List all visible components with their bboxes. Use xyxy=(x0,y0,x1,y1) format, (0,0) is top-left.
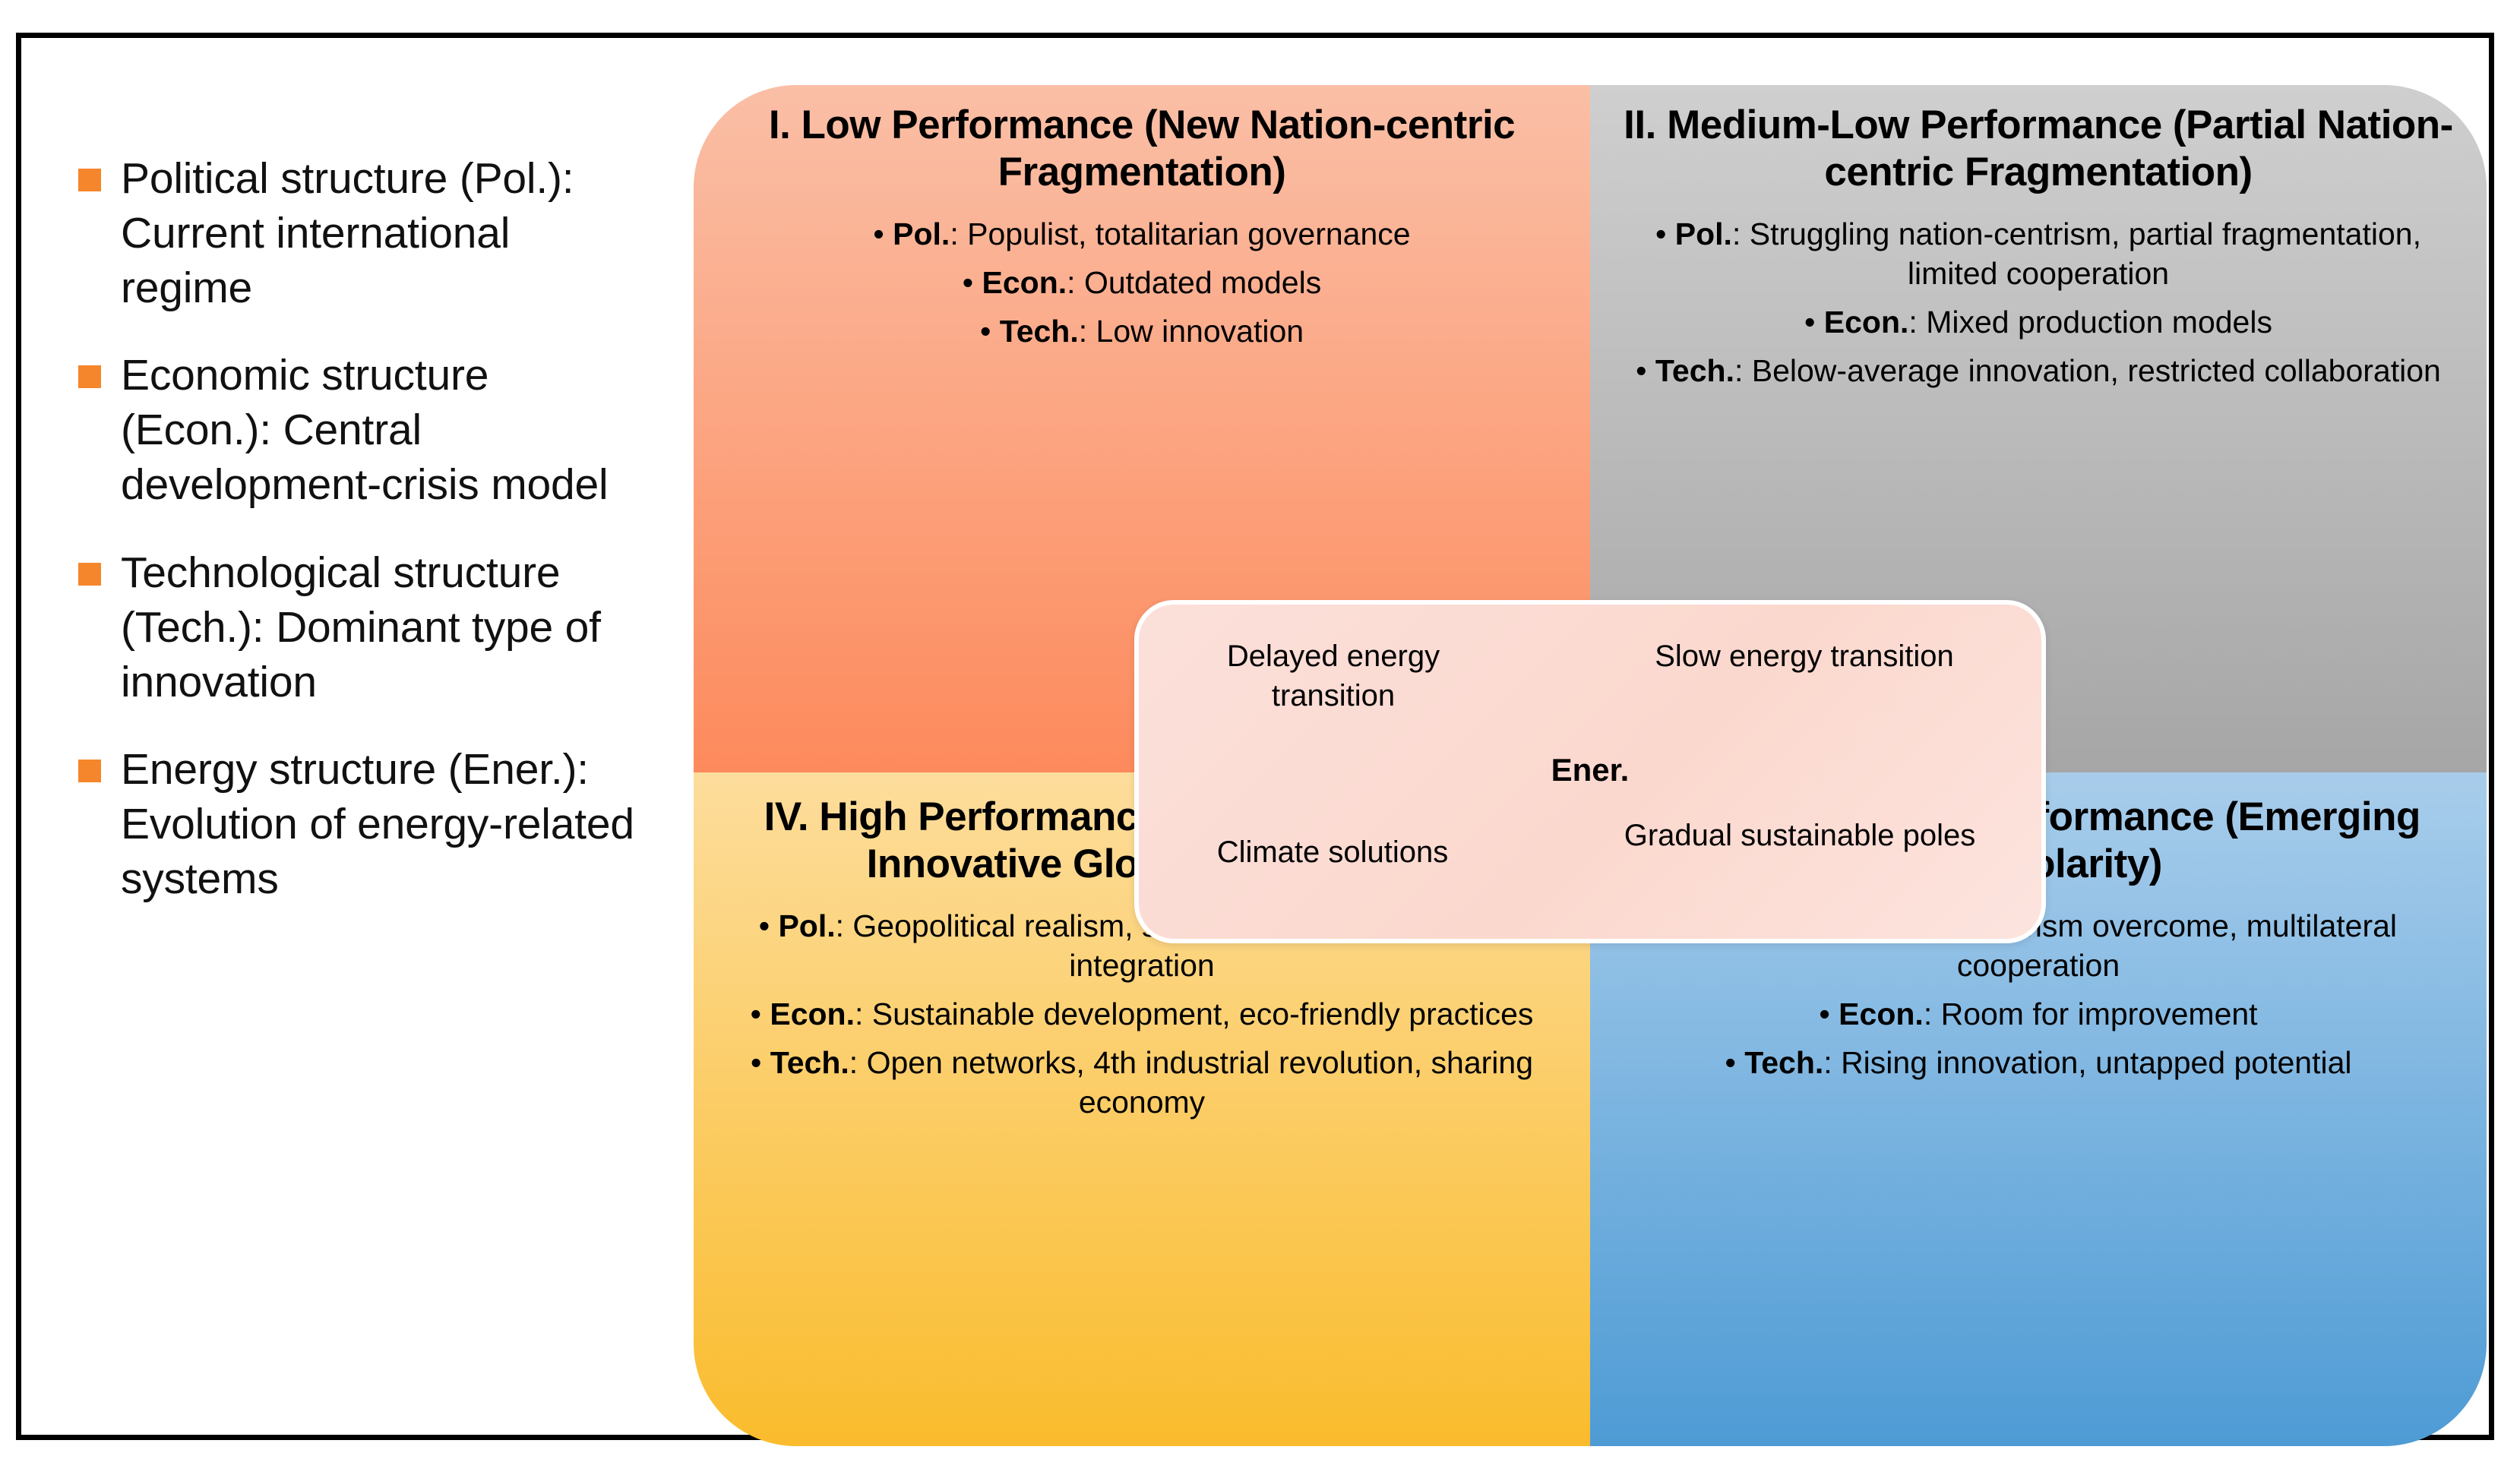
energy-center-label: Ener. xyxy=(1551,752,1630,788)
detail-label: Tech. xyxy=(770,1045,849,1081)
detail-label: Tech. xyxy=(1655,353,1734,389)
quadrant-title: II. Medium-Low Performance (Partial Nati… xyxy=(1624,103,2453,194)
quadrant-detail-line: • Tech.: Below-average innovation, restr… xyxy=(1636,353,2441,389)
list-item: Economic structure (Econ.): Central deve… xyxy=(78,349,640,512)
legend-item-label: Technological structure (Tech.): Dominan… xyxy=(121,548,601,706)
legend-list: Political structure (Pol.): Current inte… xyxy=(78,152,640,940)
square-bullet-icon xyxy=(78,365,101,389)
detail-label: Tech. xyxy=(999,314,1079,349)
quadrant-detail-list: • Pol.: Struggling nation-centrism, part… xyxy=(1610,214,2467,390)
list-item: Technological structure (Tech.): Dominan… xyxy=(78,546,640,709)
detail-text: : Populist, totalitarian governance xyxy=(950,216,1411,251)
detail-text: : Below-average innovation, restricted c… xyxy=(1734,353,2441,389)
quadrant-detail-line: • Tech.: Rising innovation, untapped pot… xyxy=(1725,1045,2352,1081)
list-item: Energy structure (Ener.): Evolution of e… xyxy=(78,743,640,906)
quadrant-title: I. Low Performance (New Nation-centric F… xyxy=(768,103,1516,194)
quadrant-detail-line: • Econ.: Sustainable development, eco-fr… xyxy=(750,996,1534,1032)
detail-label: Pol. xyxy=(778,908,836,943)
quadrant-detail-line: • Tech.: Open networks, 4th industrial r… xyxy=(751,1045,1533,1120)
energy-cell-bottom-left: Climate solutions xyxy=(1216,835,1449,869)
square-bullet-icon xyxy=(78,760,101,783)
detail-label: Pol. xyxy=(893,216,950,251)
diagram-outer-frame: Political structure (Pol.): Current inte… xyxy=(16,33,2494,1446)
detail-text: : Sustainable development, eco-friendly … xyxy=(855,996,1534,1032)
detail-label: Tech. xyxy=(1744,1045,1824,1081)
detail-text: : Struggling nation-centrism, partial fr… xyxy=(1731,216,2421,292)
quadrant-detail-line: • Pol.: Populist, totalitarian governanc… xyxy=(873,216,1411,251)
legend-item-label: Energy structure (Ener.): Evolution of e… xyxy=(121,745,634,903)
legend-item-label: Political structure (Pol.): Current inte… xyxy=(121,154,574,312)
detail-text: : Room for improvement xyxy=(1923,996,2258,1032)
quadrant-detail-list: • Pol.: Populist, totalitarian governanc… xyxy=(713,214,1570,351)
square-bullet-icon xyxy=(78,562,101,586)
quadrant-detail-line: • Tech.: Low innovation xyxy=(979,314,1304,349)
detail-label: Econ. xyxy=(1839,996,1924,1032)
detail-text: : Open networks, 4th industrial revoluti… xyxy=(849,1045,1533,1120)
quadrant-detail-line: • Econ.: Outdated models xyxy=(962,265,1322,301)
detail-text: : Mixed production models xyxy=(1908,305,2272,340)
square-bullet-icon xyxy=(78,169,101,191)
detail-label: Econ. xyxy=(982,265,1067,301)
quadrant-detail-line: • Econ.: Mixed production models xyxy=(1804,305,2272,340)
list-item: Political structure (Pol.): Current inte… xyxy=(78,152,640,315)
energy-center-panel: Delayed energy transition Slow energy tr… xyxy=(1134,600,2046,943)
detail-text: : Outdated models xyxy=(1067,265,1322,301)
energy-cell-top-left: Delayed energy transition xyxy=(1226,640,1440,712)
detail-label: Pol. xyxy=(1674,216,1732,251)
legend-item-label: Economic structure (Econ.): Central deve… xyxy=(121,351,609,510)
detail-text: : Low innovation xyxy=(1078,314,1304,349)
quadrant-detail-line: • Econ.: Room for improvement xyxy=(1819,996,2258,1032)
detail-label: Econ. xyxy=(1823,305,1909,340)
detail-text: : Rising innovation, untapped potential xyxy=(1823,1045,2352,1081)
energy-cell-top-right: Slow energy transition xyxy=(1655,640,1954,673)
energy-cell-bottom-right: Gradual sustainable poles xyxy=(1624,819,1976,852)
detail-label: Econ. xyxy=(770,996,855,1032)
quadrant-detail-line: • Pol.: Struggling nation-centrism, part… xyxy=(1655,216,2421,292)
